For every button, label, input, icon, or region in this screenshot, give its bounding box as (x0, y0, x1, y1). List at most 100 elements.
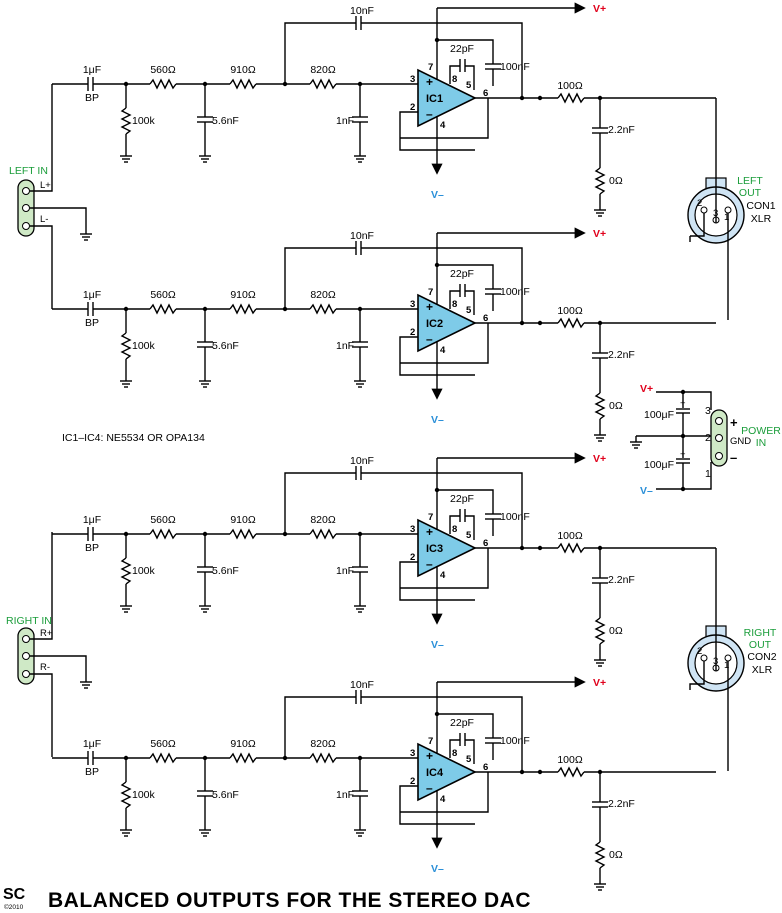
power-minus: – (730, 450, 737, 465)
pin2-1: 2 (410, 102, 415, 113)
ic-label-2: IC2 (426, 318, 443, 330)
c-in-label-3: 1μF (83, 514, 101, 526)
c-sup-label-2: 100nF (500, 286, 530, 298)
r-out2-label-1: 0Ω (609, 175, 623, 187)
left-pos-label: L+ (40, 180, 51, 191)
pin8-1: 8 (452, 74, 457, 85)
vneg-label-2: V– (431, 414, 444, 426)
vneg-label-4: V– (431, 863, 444, 875)
c-in-label-4: 1μF (83, 738, 101, 750)
power-pin3: 3 (705, 405, 711, 417)
pin7-4: 7 (428, 736, 433, 747)
vneg-label-3: V– (431, 639, 444, 651)
svg-text:–: – (426, 332, 433, 346)
pin8-3: 8 (452, 524, 457, 535)
amp-stage-4: +–IC4V+V–1μFBP560Ω100k910Ω5.6nF820Ω1nF10… (52, 676, 716, 891)
c-out-label-2: 2.2nF (608, 349, 635, 361)
vneg-label-1: V– (431, 189, 444, 201)
c-in-sub-3: BP (85, 542, 99, 554)
xlr2-pin2: 2 (697, 646, 702, 657)
xlr2-pin1: 1 (724, 660, 729, 671)
amp-stage-1: +–IC1V+V–1μFBP560Ω100k910Ω5.6nF820Ω1nF10… (52, 2, 716, 217)
c-shunt1-label-2: 5.6nF (212, 340, 239, 352)
ic-label-3: IC3 (426, 543, 443, 555)
c-shunt2-label-4: 1nF (336, 789, 354, 801)
c-fb-label-4: 10nF (350, 679, 374, 691)
vpos-label-2: V+ (593, 228, 606, 240)
r1-label-2: 560Ω (150, 289, 176, 301)
c-shunt1-label-4: 5.6nF (212, 789, 239, 801)
pin3-3: 3 (410, 524, 415, 535)
pin4-2: 4 (440, 345, 446, 356)
power-plus: + (730, 415, 738, 430)
c-comp-label-2: 22pF (450, 268, 474, 280)
c-sup-label-1: 100nF (500, 61, 530, 73)
amp-stage-3: +–IC3V+V–1μFBP560Ω100k910Ω5.6nF820Ω1nF10… (52, 452, 716, 667)
c-out-label-3: 2.2nF (608, 574, 635, 586)
power-pin2: 2 (705, 432, 711, 444)
opamp-2 (417, 293, 477, 353)
r2-label-1: 910Ω (230, 64, 256, 76)
c-fb-label-1: 10nF (350, 5, 374, 17)
pin7-2: 7 (428, 287, 433, 298)
power-cap2-plus: + (680, 449, 686, 460)
pin8-4: 8 (452, 748, 457, 759)
r2-label-4: 910Ω (230, 738, 256, 750)
r-out-label-4: 100Ω (557, 754, 583, 766)
logo-year: ©2010 (4, 903, 24, 911)
r2-label-3: 910Ω (230, 514, 256, 526)
right-in-label: RIGHT IN (6, 615, 52, 627)
r1-label-1: 560Ω (150, 64, 176, 76)
r-out-label-3: 100Ω (557, 530, 583, 542)
c-shunt2-label-2: 1nF (336, 340, 354, 352)
c-comp-label-1: 22pF (450, 43, 474, 55)
vpos-label-4: V+ (593, 677, 606, 689)
r3-label-2: 820Ω (310, 289, 336, 301)
r-shunt-label-2: 100k (132, 340, 156, 352)
svg-text:–: – (426, 557, 433, 571)
sc-logo: SC ©2010 (3, 886, 26, 911)
c-shunt2-label-1: 1nF (336, 115, 354, 127)
pin2-2: 2 (410, 327, 415, 338)
svg-text:+: + (426, 749, 433, 763)
svg-text:+: + (426, 75, 433, 89)
r-out-label-2: 100Ω (557, 305, 583, 317)
power-label-b: IN (756, 437, 767, 449)
c-fb-label-3: 10nF (350, 455, 374, 467)
left-input-connector: LEFT IN L+ L- (9, 84, 93, 309)
ic-label-1: IC1 (426, 93, 443, 105)
xlr1-type: XLR (751, 213, 772, 225)
right-pos-label: R+ (40, 628, 53, 639)
pin7-1: 7 (428, 62, 433, 73)
power-label-a: POWER (741, 425, 781, 437)
power-input: V+ + 100μF + 100μF V– 3 2 1 + GND – POWE… (629, 383, 781, 497)
left-out-label-b: OUT (739, 187, 762, 199)
c-in-sub-4: BP (85, 766, 99, 778)
left-xlr-output: 2 3 1 LEFT OUT CON1 XLR (687, 98, 776, 320)
power-cap-top: 100μF (644, 409, 674, 421)
pin4-3: 4 (440, 570, 446, 581)
left-neg-label: L- (40, 214, 48, 225)
pin2-3: 2 (410, 552, 415, 563)
r1-label-3: 560Ω (150, 514, 176, 526)
power-gnd: GND (730, 436, 751, 447)
c-comp-label-3: 22pF (450, 493, 474, 505)
r-out2-label-4: 0Ω (609, 849, 623, 861)
power-cap-bot: 100μF (644, 459, 674, 471)
right-neg-label: R- (40, 662, 50, 673)
xlr1-pin2: 2 (697, 198, 702, 209)
opamp-1 (417, 68, 477, 128)
c-sup-label-3: 100nF (500, 511, 530, 523)
xlr1-pin1: 1 (724, 212, 729, 223)
r3-label-1: 820Ω (310, 64, 336, 76)
c-in-label-2: 1μF (83, 289, 101, 301)
c-in-sub-1: BP (85, 92, 99, 104)
c-sup-label-4: 100nF (500, 735, 530, 747)
r-out-label-1: 100Ω (557, 80, 583, 92)
r3-label-3: 820Ω (310, 514, 336, 526)
pin5-1: 5 (466, 80, 472, 91)
opamp-4 (417, 742, 477, 802)
amp-stage-2: +–IC2V+V–1μFBP560Ω100k910Ω5.6nF820Ω1nF10… (52, 227, 716, 442)
pin6-3: 6 (483, 538, 488, 549)
